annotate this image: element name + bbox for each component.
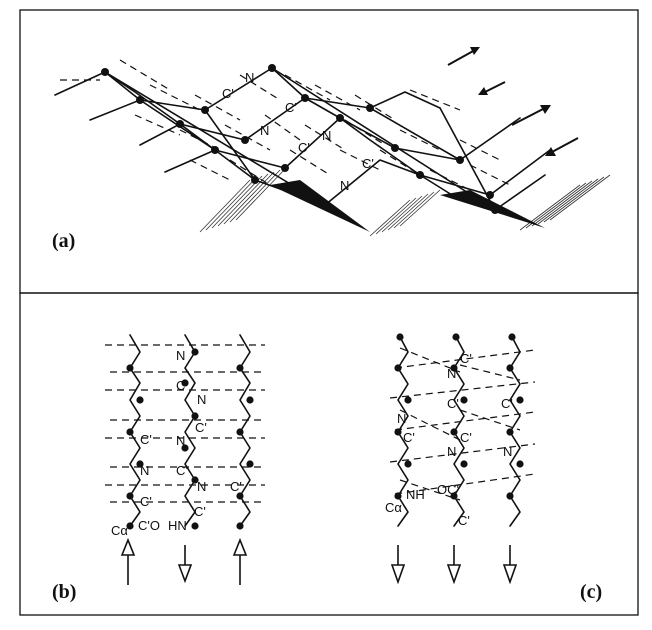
- arrow-right-up-icon: [511, 105, 551, 126]
- atom-label: C': [447, 396, 459, 411]
- arrow-down-icon: [446, 545, 462, 585]
- atom-label: HN: [168, 518, 187, 533]
- arrow-right-up-icon: [447, 47, 480, 66]
- panel-c-parallel-sheet: C' N C' C' N C' C' N N NH OC' C' Cα (c): [385, 333, 602, 603]
- panel-a-frame: [19, 9, 639, 294]
- atom-label: C': [460, 351, 472, 366]
- arrow-down-icon: [177, 545, 193, 584]
- atom-label: N: [245, 70, 254, 85]
- atom-label: C': [140, 432, 152, 447]
- panel-a-pleated-sheet: C' N C' N C' N C' N (a): [52, 47, 611, 252]
- atom-label: N: [340, 178, 349, 193]
- atom-label: C': [298, 140, 310, 155]
- atom-label: N: [197, 392, 206, 407]
- atom-label: C': [222, 86, 234, 101]
- panel-b-antiparallel-sheet: N C' N C' C' N N C' N C' C' C'O HN C' Cα…: [52, 334, 265, 603]
- atom-label: N: [397, 411, 406, 426]
- atom-label: C': [403, 430, 415, 445]
- atom-label: C': [501, 396, 513, 411]
- parallel-calpha-dots: [394, 333, 524, 500]
- strand-direction-arrows: [447, 47, 579, 156]
- atom-label: N: [140, 463, 149, 478]
- atom-label: N: [503, 444, 512, 459]
- atom-label: C': [176, 463, 188, 478]
- atom-label: Cα: [385, 500, 402, 515]
- atom-label: C': [460, 430, 472, 445]
- antiparallel-calpha-dots: [126, 348, 254, 530]
- atom-label: C'O: [138, 518, 160, 533]
- pleat-shading: [199, 167, 611, 237]
- atom-label: Cα: [111, 523, 128, 538]
- atom-label: C': [195, 420, 207, 435]
- atom-label: N: [260, 123, 269, 138]
- arrow-up-icon: [232, 537, 248, 585]
- atom-label: C': [230, 479, 242, 494]
- atom-label: OC': [437, 482, 459, 497]
- panel-label-b: (b): [52, 581, 76, 603]
- atom-label: NH: [406, 487, 425, 502]
- atom-label: N: [447, 366, 456, 381]
- panel-label-a: (a): [52, 230, 75, 252]
- atom-label: C': [176, 378, 188, 393]
- arrow-left-down-icon: [478, 81, 506, 95]
- arrow-down-icon: [502, 545, 518, 585]
- atom-label: N: [322, 128, 331, 143]
- atom-label: C': [194, 504, 206, 519]
- arrow-up-icon: [120, 537, 136, 585]
- panel-label-c: (c): [580, 581, 602, 603]
- atom-label: N: [176, 348, 185, 363]
- arrow-down-icon: [390, 545, 406, 585]
- parallel-hbonds: [389, 347, 536, 501]
- atom-label: N: [447, 444, 456, 459]
- atom-label: N: [197, 479, 206, 494]
- panel-bc-frame: [19, 292, 639, 616]
- atom-label: C': [362, 156, 374, 171]
- pleat-calpha-dots: [101, 64, 499, 214]
- arrow-left-down-icon: [545, 137, 579, 156]
- atom-label: C': [285, 100, 297, 115]
- atom-label: C': [140, 494, 152, 509]
- atom-label: N: [176, 433, 185, 448]
- atom-label: C': [458, 513, 470, 528]
